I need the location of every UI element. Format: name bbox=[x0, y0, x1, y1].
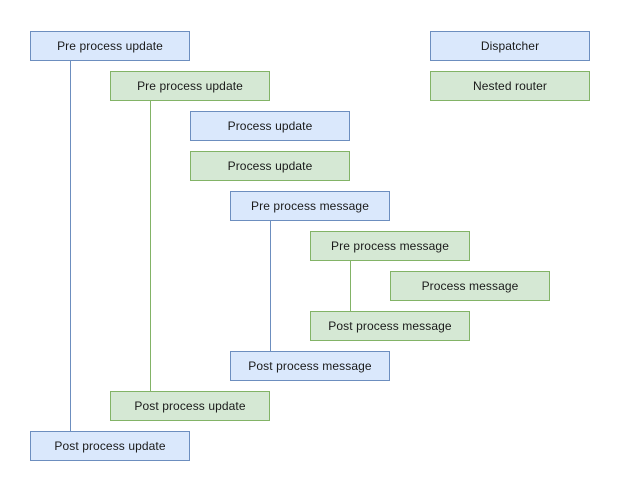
node-post-process-message-router-label: Post process message bbox=[328, 319, 452, 333]
connector-pre-process-update-to-post-process-update bbox=[70, 61, 71, 431]
node-post-process-update-dispatcher[interactable]: Post process update bbox=[30, 431, 190, 461]
node-post-process-update-router-label: Post process update bbox=[134, 399, 246, 413]
legend-item-dispatcher-label: Dispatcher bbox=[480, 39, 540, 53]
node-post-process-update-dispatcher-label: Post process update bbox=[54, 439, 166, 453]
node-pre-process-message-router[interactable]: Pre process message bbox=[310, 231, 470, 261]
node-pre-process-message-router-label: Pre process message bbox=[331, 239, 449, 253]
node-post-process-message-dispatcher[interactable]: Post process message bbox=[230, 351, 390, 381]
node-post-process-update-router[interactable]: Post process update bbox=[110, 391, 270, 421]
connector-nested-pre-process-message-to-post-process-message bbox=[350, 261, 351, 311]
node-post-process-message-dispatcher-label: Post process message bbox=[248, 359, 372, 373]
node-process-update-dispatcher-label: Process update bbox=[227, 119, 313, 133]
node-pre-process-update-router[interactable]: Pre process update bbox=[110, 71, 270, 101]
node-process-update-router-label: Process update bbox=[227, 159, 313, 173]
node-post-process-message-router[interactable]: Post process message bbox=[310, 311, 470, 341]
node-pre-process-update-dispatcher-label: Pre process update bbox=[57, 39, 163, 53]
connector-nested-pre-process-update-to-post-process-update bbox=[150, 101, 151, 391]
node-process-update-router[interactable]: Process update bbox=[190, 151, 350, 181]
node-pre-process-message-dispatcher-label: Pre process message bbox=[251, 199, 369, 213]
legend-item-nested-router[interactable]: Nested router bbox=[430, 71, 590, 101]
node-pre-process-message-dispatcher[interactable]: Pre process message bbox=[230, 191, 390, 221]
node-pre-process-update-dispatcher[interactable]: Pre process update bbox=[30, 31, 190, 61]
node-process-message-router[interactable]: Process message bbox=[390, 271, 550, 301]
node-pre-process-update-router-label: Pre process update bbox=[137, 79, 243, 93]
legend-item-dispatcher[interactable]: Dispatcher bbox=[430, 31, 590, 61]
connector-pre-process-message-to-post-process-message bbox=[270, 221, 271, 351]
node-process-message-router-label: Process message bbox=[421, 279, 519, 293]
node-process-update-dispatcher[interactable]: Process update bbox=[190, 111, 350, 141]
legend-item-nested-router-label: Nested router bbox=[472, 79, 547, 93]
